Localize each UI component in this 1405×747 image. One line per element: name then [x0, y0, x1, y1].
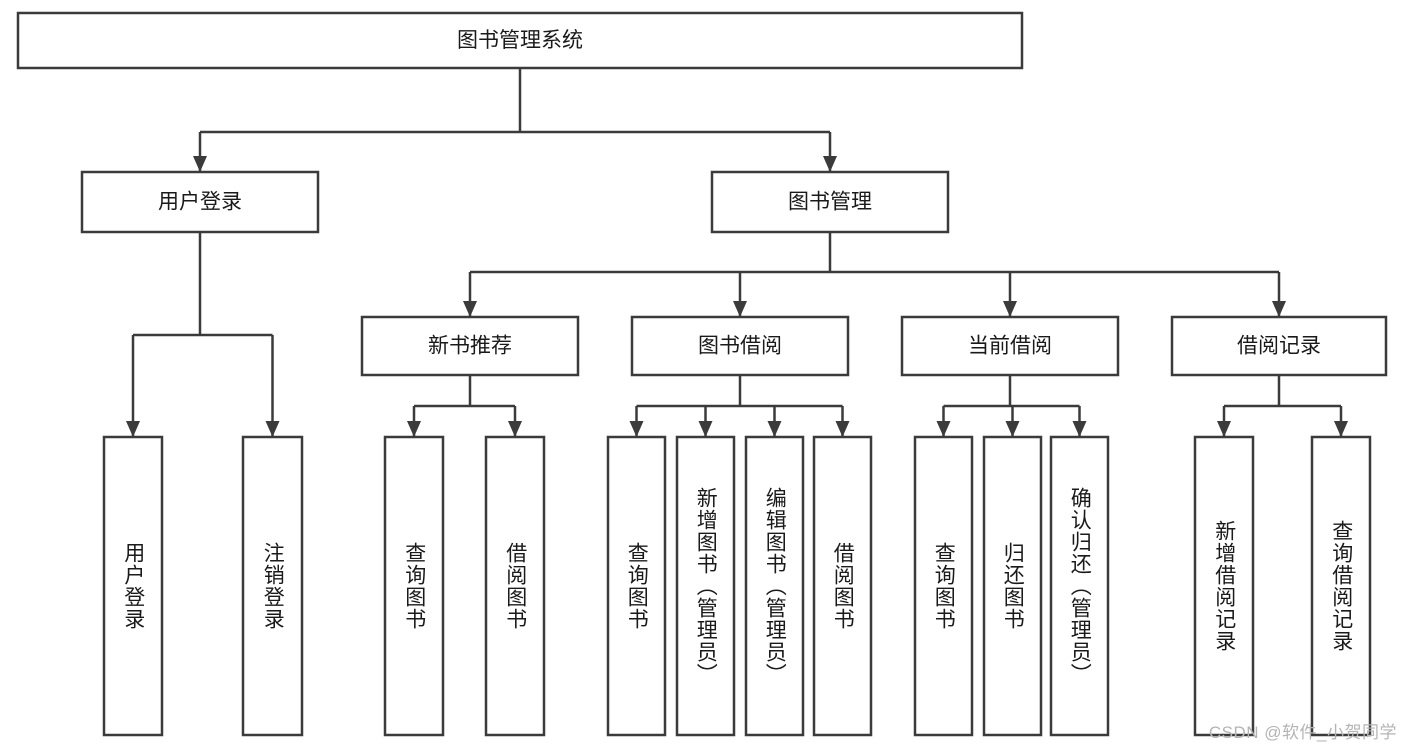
node-leaf-user-login[interactable]	[102, 435, 164, 737]
arrow-head-icon	[126, 421, 140, 437]
node-label-book-manage: 图书管理	[788, 191, 872, 214]
node-leaf-return-book[interactable]	[982, 435, 1043, 737]
arrow-head-icon	[1217, 421, 1231, 437]
arrow-head-icon	[407, 421, 421, 437]
arrow-head-icon	[1272, 301, 1286, 317]
arrow-head-icon	[1003, 301, 1017, 317]
node-leaf-query-book-1[interactable]	[383, 435, 445, 737]
arrow-head-icon	[265, 421, 280, 437]
arrow-head-icon	[508, 421, 522, 437]
arrow-head-icon	[1005, 421, 1020, 437]
arrow-head-icon	[823, 156, 837, 172]
node-label-root: 图书管理系统	[457, 29, 583, 52]
node-current-borrow[interactable]	[900, 315, 1120, 377]
node-label-user-login: 用户登录	[158, 191, 242, 214]
node-new-book-recommend[interactable]	[360, 315, 580, 377]
node-leaf-add-book[interactable]	[675, 435, 736, 737]
arrow-head-icon	[698, 421, 713, 437]
node-leaf-logout[interactable]	[241, 435, 304, 737]
node-leaf-edit-book[interactable]	[744, 435, 805, 737]
arrow-head-icon	[733, 301, 747, 317]
arrow-head-icon	[193, 156, 207, 172]
arrow-head-icon	[629, 421, 644, 437]
node-leaf-borrow-book-2[interactable]	[812, 435, 873, 737]
node-label-current-borrow: 当前借阅	[968, 335, 1052, 358]
node-user-login[interactable]	[80, 170, 320, 234]
arrow-head-icon	[1072, 421, 1087, 437]
node-leaf-borrow-book-1[interactable]	[484, 435, 546, 737]
arrow-head-icon	[835, 421, 850, 437]
node-book-borrow[interactable]	[630, 315, 850, 377]
node-label-book-borrow: 图书借阅	[698, 335, 782, 358]
node-leaf-query-record[interactable]	[1310, 435, 1372, 737]
node-leaf-query-book-3[interactable]	[913, 435, 974, 737]
arrow-head-icon	[463, 301, 477, 317]
node-borrow-record[interactable]	[1170, 315, 1388, 377]
arrow-head-icon	[767, 421, 782, 437]
node-leaf-add-record[interactable]	[1193, 435, 1255, 737]
node-box-layer	[16, 11, 1388, 737]
node-leaf-confirm-return[interactable]	[1049, 435, 1110, 737]
node-root[interactable]	[16, 11, 1024, 70]
watermark: CSDN @软件_小贺同学	[1208, 723, 1397, 742]
node-book-manage[interactable]	[710, 170, 950, 234]
arrow-head-icon	[936, 421, 951, 437]
node-leaf-query-book-2[interactable]	[606, 435, 667, 737]
node-label-new-book-recommend: 新书推荐	[428, 335, 512, 358]
connector-layer	[126, 68, 1348, 437]
arrow-head-icon	[1334, 421, 1348, 437]
node-label-borrow-record: 借阅记录	[1237, 335, 1321, 358]
